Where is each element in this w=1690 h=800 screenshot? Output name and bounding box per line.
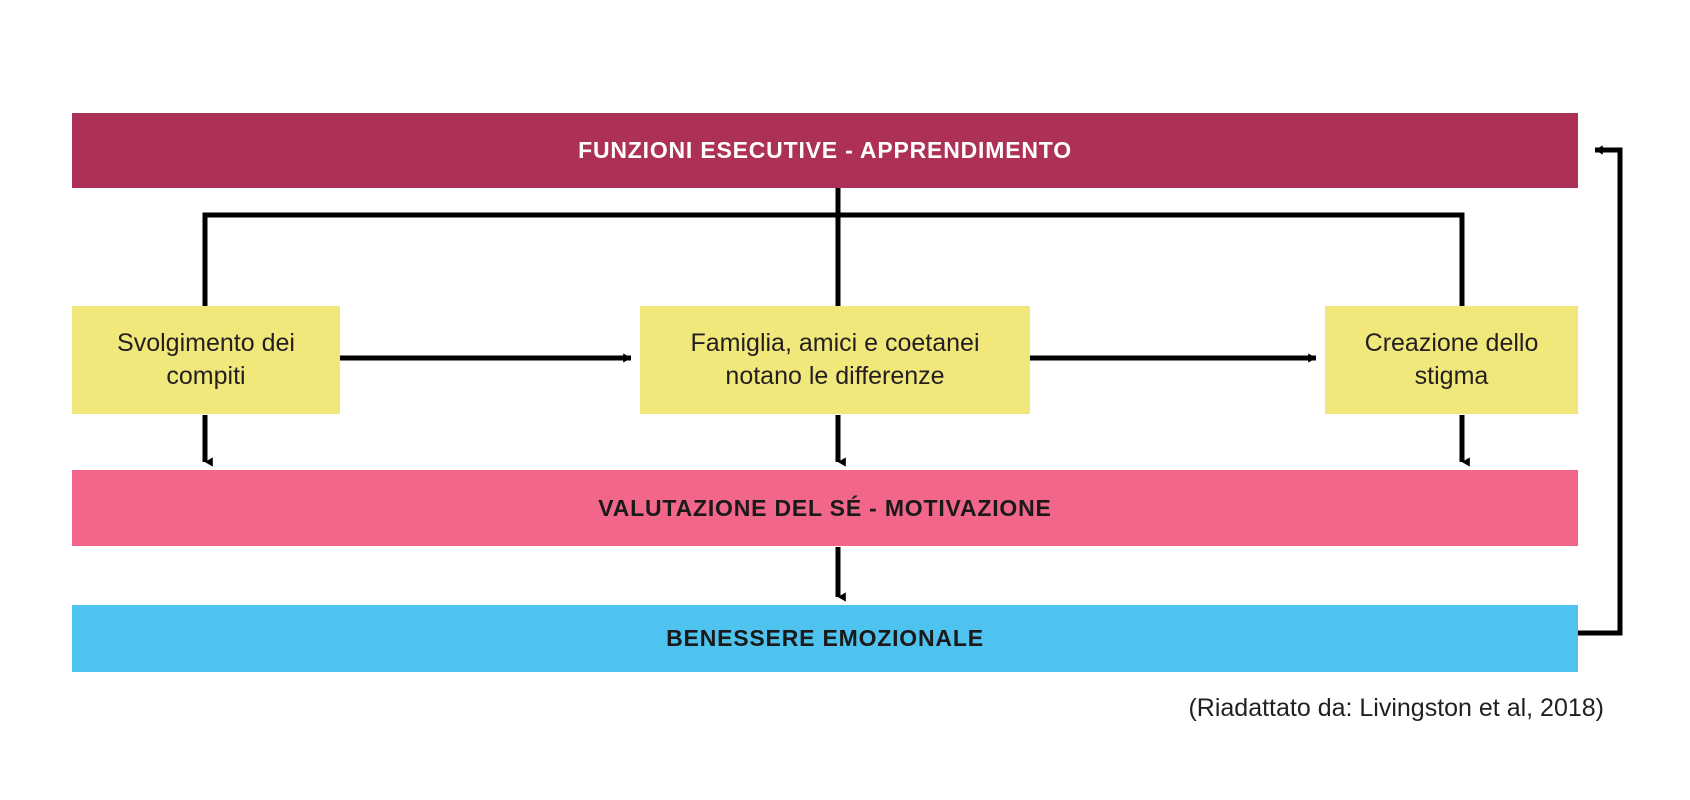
connector-executive-distribution-bus	[202, 212, 1465, 306]
arrow-wellbeing-feedback-to-executive	[1578, 145, 1623, 636]
band-emotional-wellbeing: BENESSERE EMOZIONALE	[72, 605, 1578, 672]
band-self-evaluation-label: VALUTAZIONE DEL SÉ - MOTIVAZIONE	[598, 494, 1052, 521]
node-stigma-creation: Creazione dello stigma	[1325, 306, 1578, 414]
band-executive-functions: FUNZIONI ESECUTIVE - APPRENDIMENTO	[72, 113, 1578, 188]
source-caption: (Riadattato da: Livingston et al, 2018)	[1188, 694, 1604, 722]
node-peers-notice: Famiglia, amici e coetanei notano le dif…	[640, 306, 1030, 414]
node-peers-notice-label: Famiglia, amici e coetanei notano le dif…	[690, 329, 980, 390]
node-homework-label: Svolgimento dei compiti	[117, 329, 295, 390]
node-stigma-creation-label: Creazione dello stigma	[1364, 329, 1539, 390]
band-self-evaluation: VALUTAZIONE DEL SÉ - MOTIVAZIONE	[72, 470, 1578, 546]
node-homework: Svolgimento dei compiti	[72, 306, 340, 414]
band-emotional-wellbeing-label: BENESSERE EMOZIONALE	[666, 625, 984, 651]
band-executive-functions-label: FUNZIONI ESECUTIVE - APPRENDIMENTO	[578, 137, 1072, 163]
